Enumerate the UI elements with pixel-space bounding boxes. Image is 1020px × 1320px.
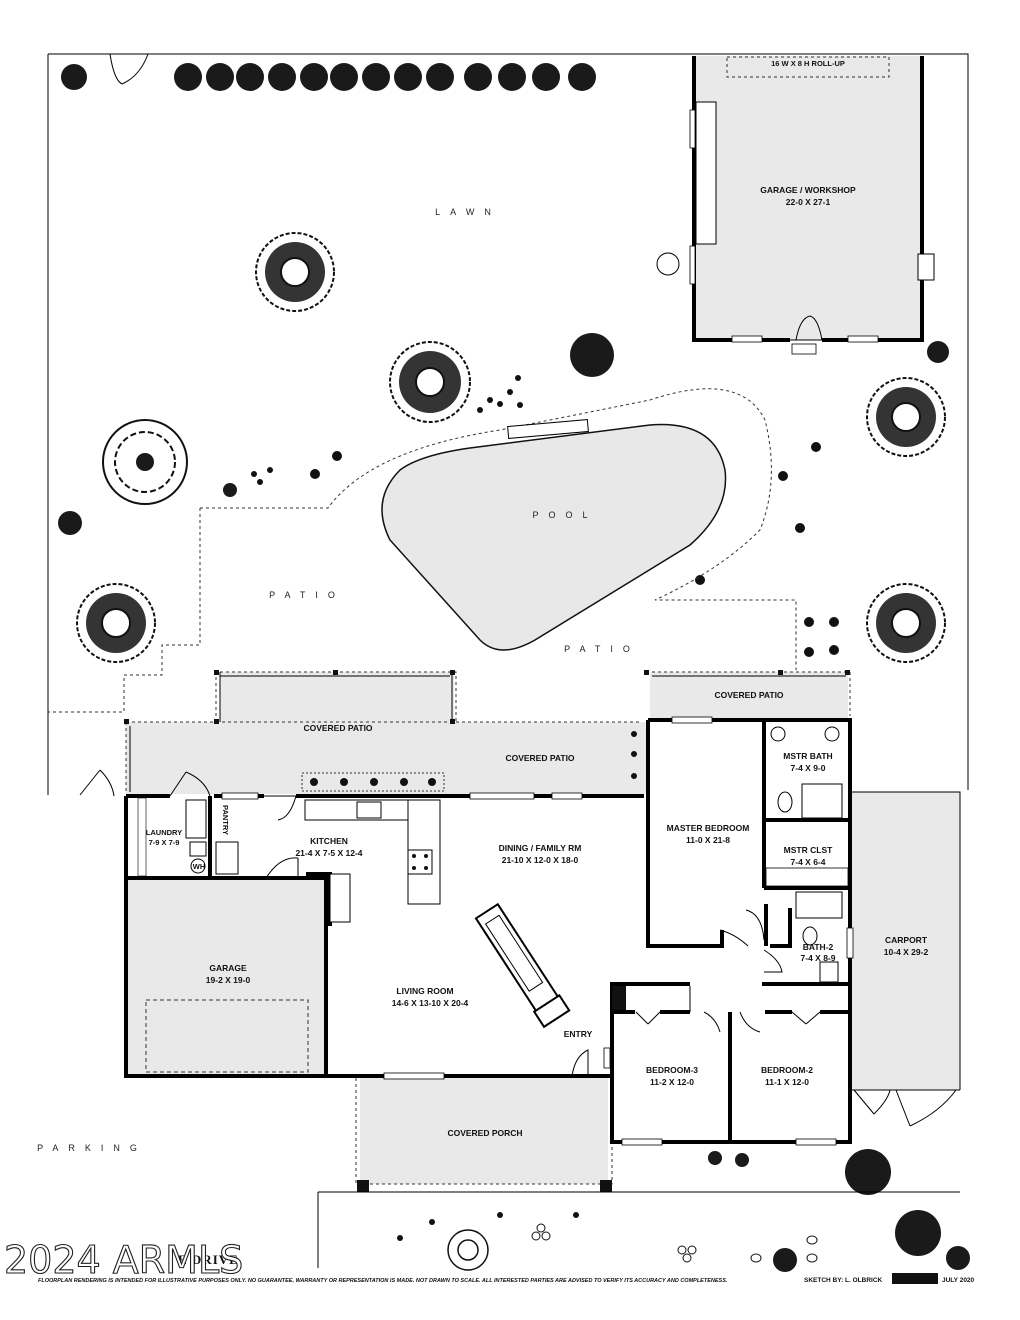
patio-boundary — [48, 388, 797, 713]
kitchen-name: KITCHEN — [310, 836, 348, 846]
dining-dims: 21-10 X 12-0 X 18-0 — [502, 855, 579, 865]
bedroom2-dims: 11-1 X 12-0 — [765, 1077, 809, 1087]
garage-name: GARAGE — [209, 963, 247, 973]
covered-patio-1-label: COVERED PATIO — [303, 723, 372, 733]
mstr-clst-name: MSTR CLST — [784, 845, 833, 855]
windows — [221, 716, 854, 1146]
laundry-name: LAUNDRY — [146, 828, 182, 837]
rollup-door-label: 16 W X 8 H ROLL-UP — [771, 59, 845, 68]
hedge-row — [61, 63, 596, 91]
redaction-bar — [892, 1273, 938, 1284]
living-room-name: LIVING ROOM — [396, 986, 453, 996]
covered-porch-label: COVERED PORCH — [447, 1128, 522, 1138]
garage-workshop-dims: 22-0 X 27-1 — [786, 197, 831, 207]
pool — [381, 423, 727, 651]
dining-name: DINING / FAMILY RM — [499, 843, 582, 853]
covered-patio-2-label: COVERED PATIO — [505, 753, 574, 763]
disclaimer: FLOORPLAN RENDERING IS INTENDED FOR ILLU… — [38, 1278, 728, 1284]
pool-label: POOL — [532, 510, 597, 520]
mstr-bath-dims: 7-4 X 9-0 — [791, 763, 826, 773]
bath2-name: BATH-2 — [803, 942, 834, 952]
master-bedroom-name: MASTER BEDROOM — [667, 823, 750, 833]
trees — [58, 232, 970, 1272]
garage — [128, 880, 324, 1075]
patio-left-label: PATIO — [269, 590, 345, 600]
patio-right-label: PATIO — [564, 644, 640, 654]
bedroom3-name: BEDROOM-3 — [646, 1065, 698, 1075]
mstr-clst-dims: 7-4 X 6-4 — [791, 857, 826, 867]
bath2-dims: 7-4 X 8-9 — [801, 953, 836, 963]
master-bedroom-dims: 11-0 X 21-8 — [686, 835, 730, 845]
garage-dims: 19-2 X 19-0 — [206, 975, 251, 985]
covered-patio-3-label: COVERED PATIO — [714, 690, 783, 700]
carport-dims: 10-4 X 29-2 — [884, 947, 929, 957]
entry-label: ENTRY — [564, 1029, 593, 1039]
house-walls — [124, 718, 852, 1144]
address-label: E DRIVE — [178, 1252, 239, 1267]
pool-steps — [507, 418, 589, 440]
gate-top — [109, 53, 149, 85]
kitchen-dims: 21-4 X 7-5 X 12-4 — [295, 848, 362, 858]
bedroom3-dims: 11-2 X 12-0 — [650, 1077, 694, 1087]
living-room-dims: 14-6 X 13-10 X 20-4 — [392, 998, 469, 1008]
watermark: 2024 ARMLS — [4, 1238, 243, 1282]
carport — [850, 791, 961, 1127]
parking-label: PARKING — [37, 1143, 147, 1153]
covered-porch — [317, 1078, 960, 1268]
front-landscaping — [447, 1223, 818, 1271]
laundry-dims: 7-9 X 7-9 — [149, 838, 180, 847]
carport-name: CARPORT — [885, 935, 928, 945]
pantry-label: PANTRY — [221, 805, 230, 835]
mstr-bath-name: MSTR BATH — [783, 751, 832, 761]
garage-workshop-name: GARAGE / WORKSHOP — [760, 185, 856, 195]
fixtures — [137, 726, 849, 1029]
lawn-label: LAWN — [435, 207, 501, 217]
water-heater-label: WH — [193, 862, 206, 871]
garage-workshop — [656, 56, 935, 355]
sketch-by: SKETCH BY: L. OLBRICK — [804, 1277, 883, 1284]
rollup-door — [726, 56, 890, 78]
doors — [79, 769, 821, 1077]
bedroom2-name: BEDROOM-2 — [761, 1065, 813, 1075]
sketch-date: JULY 2020 — [942, 1277, 975, 1284]
property-boundary — [48, 53, 969, 790]
covered-patios — [124, 670, 851, 794]
